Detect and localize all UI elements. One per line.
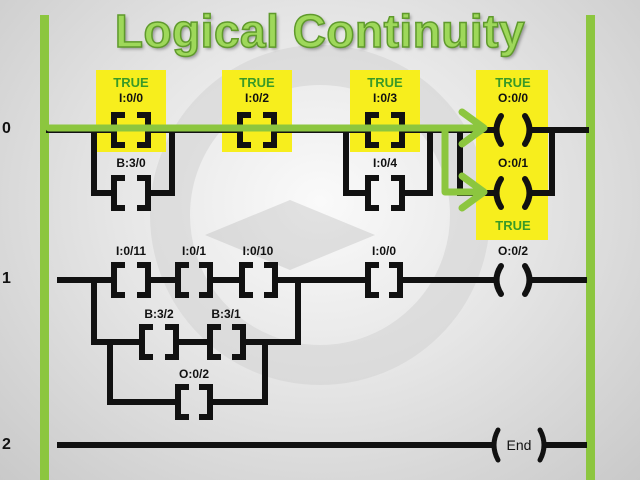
addr-i0-4: I:0/4 bbox=[373, 156, 397, 170]
addr-o0-2-coil: O:0/2 bbox=[498, 244, 528, 258]
end-label: End bbox=[507, 437, 532, 453]
addr-b3-0: B:3/0 bbox=[116, 156, 146, 170]
state-o0-1: TRUE bbox=[495, 218, 531, 233]
addr-i0-0: I:0/0 bbox=[119, 91, 143, 105]
coil-o0-2 bbox=[493, 263, 533, 297]
addr-i0-10: I:0/10 bbox=[243, 244, 274, 258]
contact-b3-2 bbox=[139, 324, 179, 360]
state-i0-3: TRUE bbox=[367, 75, 403, 90]
addr-o0-2-contact: O:0/2 bbox=[179, 367, 209, 381]
rung-number-2: 2 bbox=[2, 436, 11, 453]
contact-b3-1 bbox=[207, 324, 246, 360]
coil-o0-1 bbox=[493, 176, 533, 210]
contact-o0-2 bbox=[175, 384, 213, 420]
contact-i0-10 bbox=[239, 262, 278, 298]
coil-o0-0 bbox=[493, 113, 533, 147]
contact-i0-0-rung1 bbox=[365, 262, 403, 298]
state-o0-0: TRUE bbox=[495, 75, 531, 90]
rung-number-1: 1 bbox=[2, 270, 11, 287]
state-i0-2: TRUE bbox=[239, 75, 275, 90]
right-power-rail bbox=[586, 15, 595, 480]
contact-i0-11 bbox=[111, 262, 151, 298]
addr-i0-0-rung1: I:0/0 bbox=[372, 244, 396, 258]
addr-i0-11: I:0/11 bbox=[116, 244, 146, 258]
end-instruction-box bbox=[491, 427, 547, 463]
rung1-wires bbox=[57, 277, 587, 405]
addr-b3-2: B:3/2 bbox=[144, 307, 174, 321]
slide-title: Logical Continuity bbox=[114, 4, 526, 58]
addr-o0-1: O:0/1 bbox=[498, 156, 528, 170]
highlight-o0 bbox=[476, 70, 548, 240]
state-i0-0: TRUE bbox=[113, 75, 149, 90]
contact-b3-0 bbox=[111, 175, 151, 211]
true-highlights bbox=[96, 70, 548, 240]
rung0-coils bbox=[493, 113, 533, 210]
highlight-i0-2 bbox=[222, 70, 292, 152]
addr-o0-0: O:0/0 bbox=[498, 91, 528, 105]
left-power-rail bbox=[40, 15, 49, 480]
addr-i0-2: I:0/2 bbox=[245, 91, 269, 105]
rung1-contacts bbox=[111, 262, 403, 420]
contact-i0-4 bbox=[365, 175, 405, 211]
grad-cap-watermark-icon bbox=[205, 200, 375, 270]
arrow-head-o0-0 bbox=[458, 108, 488, 148]
addr-i0-3: I:0/3 bbox=[373, 91, 397, 105]
contact-i0-1 bbox=[175, 262, 213, 298]
continuity-arrows bbox=[45, 108, 488, 212]
addr-b3-1: B:3/1 bbox=[211, 307, 241, 321]
highlight-i0-3 bbox=[350, 70, 420, 152]
addr-i0-1: I:0/1 bbox=[182, 244, 206, 258]
arrow-head-o0-1 bbox=[458, 172, 488, 212]
rung-number-0: 0 bbox=[2, 120, 11, 137]
rung1-coils bbox=[493, 263, 533, 297]
highlight-i0-0 bbox=[96, 70, 166, 152]
gear-watermark-icon bbox=[150, 45, 490, 385]
